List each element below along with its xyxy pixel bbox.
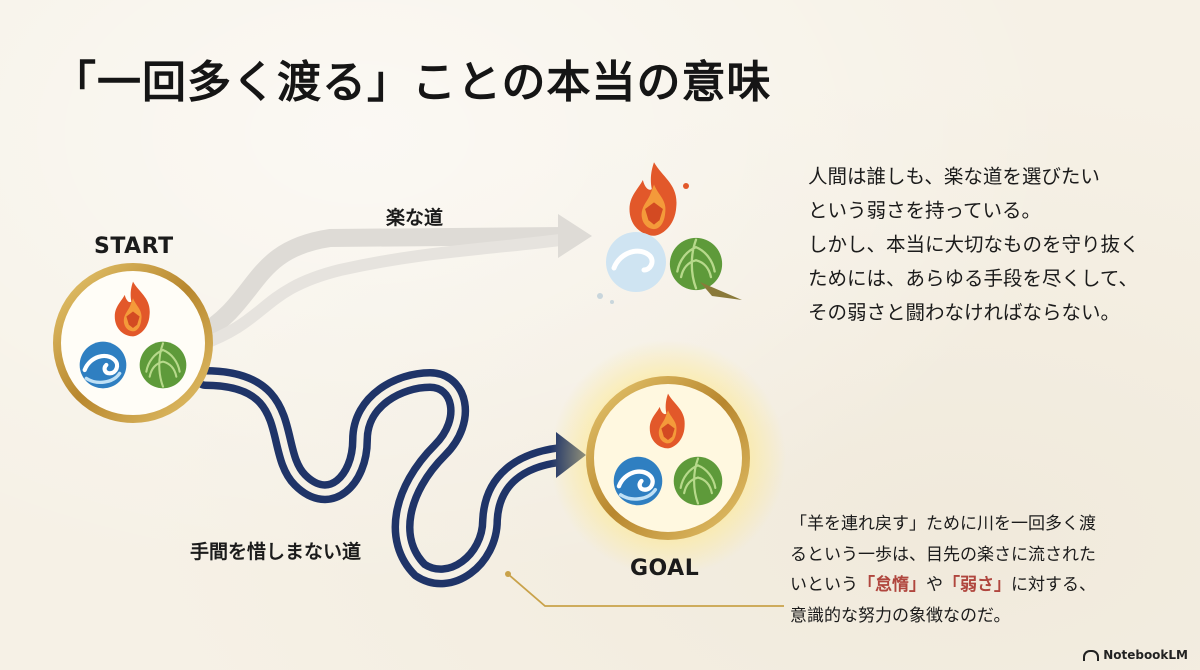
easy-path bbox=[191, 214, 592, 351]
goal-emblem bbox=[550, 340, 786, 576]
easy-path-arrowhead bbox=[558, 214, 592, 258]
page-title: 「一回多く渡る」ことの本当の意味 bbox=[52, 57, 772, 108]
cabbage-icon bbox=[668, 236, 724, 292]
hard-path-label: 手間を惜しまない道 bbox=[190, 541, 362, 563]
water-swirl-icon bbox=[611, 248, 655, 273]
note-text: や bbox=[926, 575, 943, 595]
highlight-laziness: 「怠惰」 bbox=[858, 575, 926, 595]
start-emblem bbox=[53, 263, 213, 423]
explanation-line: 人間は誰しも、楽な道を選びたい bbox=[808, 165, 1100, 188]
explanation-line: ためには、あらゆる手段を尽くして、 bbox=[808, 267, 1138, 290]
note-text: に対する、 bbox=[1011, 575, 1096, 595]
water-swirl-icon bbox=[80, 342, 127, 389]
fox-flame-icon bbox=[629, 162, 677, 236]
start-label: START bbox=[94, 234, 174, 259]
note-line: 「羊を連れ戻す」ために川を一回多く渡 bbox=[790, 514, 1096, 534]
goal-label: GOAL bbox=[630, 556, 700, 581]
note-text: いという bbox=[790, 575, 858, 595]
explanation-line: その弱さと闘わなければならない。 bbox=[808, 301, 1121, 324]
explanation-line: という弱さを持っている。 bbox=[808, 199, 1042, 222]
water-swirl-icon bbox=[614, 457, 663, 506]
brand-watermark: NotebookLM bbox=[1083, 648, 1188, 662]
cabbage-icon bbox=[138, 340, 188, 390]
note-line: るという一歩は、目先の楽さに流された bbox=[790, 544, 1096, 565]
highlight-weakness: 「弱さ」 bbox=[943, 575, 1011, 595]
cabbage-icon bbox=[672, 455, 724, 507]
easy-path-label: 楽な道 bbox=[386, 207, 444, 229]
callout-note: 「羊を連れ戻す」ために川を一回多く渡 るという一歩は、目先の楽さに流された いと… bbox=[790, 509, 1096, 631]
note-line: いという「怠惰」や「弱さ」に対する、 bbox=[790, 570, 1096, 601]
notebooklm-logo-icon bbox=[1083, 649, 1100, 661]
easy-destination-icons bbox=[597, 162, 742, 304]
explanation-text: 人間は誰しも、楽な道を選びたい という弱さを持っている。 しかし、本当に大切なも… bbox=[808, 160, 1140, 330]
callout-line bbox=[505, 571, 784, 607]
brand-name: NotebookLM bbox=[1103, 648, 1188, 662]
note-line: 意識的な努力の象徴なのだ。 bbox=[790, 605, 1011, 626]
explanation-line: しかし、本当に大切なものを守り抜く bbox=[808, 233, 1140, 256]
